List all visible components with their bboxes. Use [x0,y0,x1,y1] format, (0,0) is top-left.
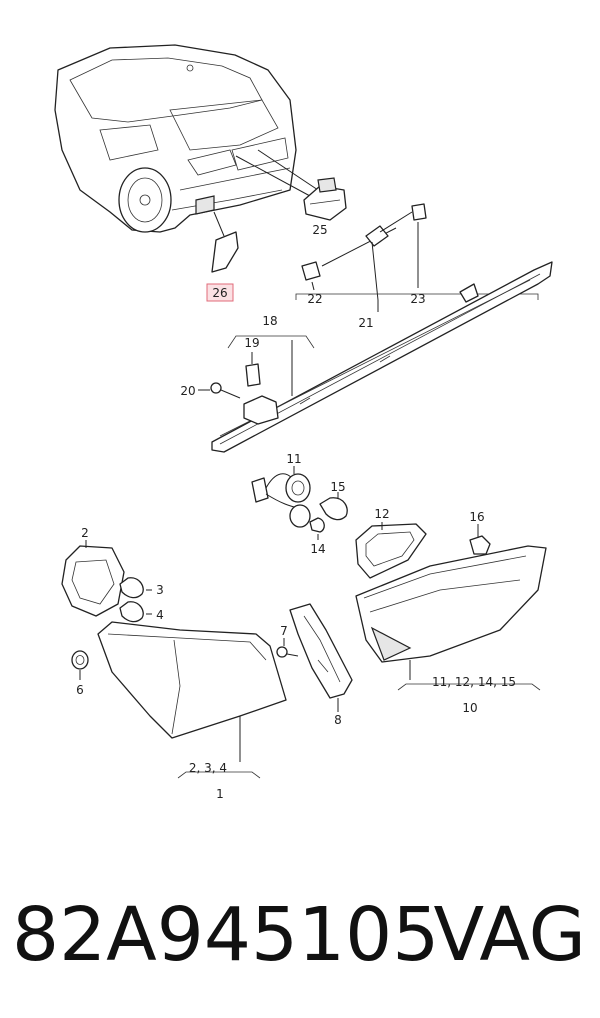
label-group-1: 2, 3, 4 [189,761,227,775]
part-20-screw [198,382,241,399]
label-23: 23 [410,292,425,306]
parts-diagram: 26 25 22 23 21 18 19 [54,44,553,801]
label-18: 18 [262,314,277,328]
label-20: 20 [180,384,195,398]
part-14-small-bulb [309,517,325,540]
label-10: 10 [462,701,477,715]
label-21: 21 [358,316,373,330]
label-6: 6 [76,683,84,697]
bracket-18 [227,335,315,349]
part-18-light-strip [211,261,553,453]
label-11: 11 [286,452,301,466]
label-group-10: 11, 12, 14, 15 [432,675,516,689]
bracket-1 [177,771,261,779]
part-6-grommet [71,650,89,680]
label-15: 15 [330,480,345,494]
part-19-clip [245,352,261,387]
part-8-trim-panel [289,603,353,712]
part-26-highlight-box [206,283,234,302]
part-25-license-light [303,177,347,221]
label-16: 16 [469,510,484,524]
label-26: 26 [212,286,227,300]
label-7: 7 [280,624,288,638]
label-2: 2 [81,526,89,540]
label-19: 19 [244,336,259,350]
label-4: 4 [156,608,164,622]
car-rear-illustration [54,44,319,233]
caption-bar: 82A945105 VAG [0,880,600,990]
label-22: 22 [307,292,322,306]
part-7-screw [276,638,299,658]
part-10-inner-tail-light [355,545,547,680]
label-14: 14 [310,542,325,556]
part-26-reflector [211,211,239,273]
label-25: 25 [312,223,327,237]
part-1-outer-tail-light [97,621,287,762]
part-2-bulb-carrier [61,540,125,617]
label-3: 3 [156,583,164,597]
part-15-bulb [319,492,348,521]
bracket-10 [397,683,541,691]
label-1: 1 [216,787,224,801]
part-number-text: 82A945105 [12,892,440,978]
label-8: 8 [334,713,342,727]
brand-text: VAG [433,892,586,978]
part-4-bulb [119,601,152,623]
part-12-seal [355,522,427,579]
part-11-bulb-holder [251,466,311,528]
part-21-wiring-harness [295,203,539,312]
part-3-bulb [119,577,152,599]
label-12: 12 [374,507,389,521]
part-16-nut [469,524,491,555]
